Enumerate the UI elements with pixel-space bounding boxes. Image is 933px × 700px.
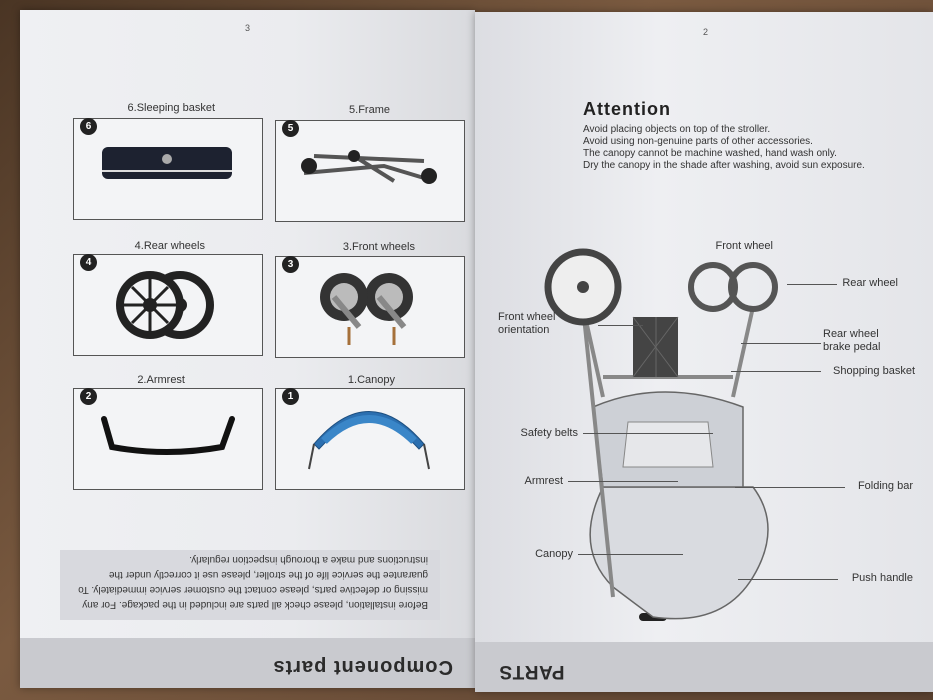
component-parts-page: Component parts Before installation, ple… <box>20 10 475 688</box>
part-box-frame: 5 <box>275 120 465 222</box>
attention-line: Avoid using non-genuine parts of other a… <box>583 136 813 147</box>
attention-title: Attention <box>583 99 671 119</box>
leader-line <box>731 371 821 372</box>
parts-diagram-page: PARTS Push handle Canopy Folding bar Arm… <box>475 12 933 692</box>
front-wheels-icon <box>320 273 413 345</box>
component-parts-title: Component parts <box>272 656 453 678</box>
leader-line <box>583 433 713 434</box>
part-number-badge: 6 <box>80 118 97 135</box>
part-box-rear-wheels: 4 <box>73 254 263 356</box>
stroller-illustration <box>544 248 778 621</box>
parts-header: PARTS <box>475 642 933 692</box>
attention-line: Avoid placing objects on top of the stro… <box>583 124 771 135</box>
callout-folding-bar: Folding bar <box>857 480 913 492</box>
page-number-2: 2 <box>702 27 708 37</box>
part-number-badge: 1 <box>282 388 299 405</box>
callout-canopy: Canopy <box>535 548 573 560</box>
attention-line: Dry the canopy in the shade after washin… <box>583 160 865 171</box>
callout-rear-wheel-brake: Rear wheel brake pedal <box>823 328 881 353</box>
leader-line <box>598 325 643 326</box>
part-label-rear-wheels: 4.Rear wheels <box>134 240 205 252</box>
leader-line <box>578 554 683 555</box>
part-box-sleeping-basket: 6 <box>73 118 263 220</box>
part-label-front-wheels: 3.Front wheels <box>342 241 415 253</box>
canopy-icon <box>308 411 430 470</box>
part-box-armrest: 2 <box>73 388 263 490</box>
page-number-3: 3 <box>244 23 250 33</box>
parts-title: PARTS <box>499 661 565 682</box>
attention-line: The canopy cannot be machine washed, han… <box>583 148 837 159</box>
leader-line <box>568 481 678 482</box>
installation-notice: Before installation, please check all pa… <box>60 550 440 620</box>
rear-wheels-icon <box>116 271 214 339</box>
armrest-icon <box>101 416 235 455</box>
part-number-badge: 5 <box>282 120 299 137</box>
leader-line <box>735 487 845 488</box>
part-number-badge: 4 <box>80 254 97 271</box>
part-box-front-wheels: 3 <box>275 256 465 358</box>
frame-icon <box>301 150 437 184</box>
callout-armrest: Armrest <box>524 475 564 487</box>
part-box-canopy: 1 <box>275 388 465 490</box>
sleeping-basket-icon <box>102 147 232 179</box>
part-label-frame: 5.Frame <box>349 104 390 116</box>
leader-line <box>741 343 821 344</box>
callout-safety-belts: Safety belts <box>520 427 578 439</box>
part-label-sleeping-basket: 6.Sleeping basket <box>127 102 215 114</box>
leader-line <box>787 284 837 285</box>
part-number-badge: 2 <box>80 388 97 405</box>
leader-line <box>738 579 838 580</box>
part-label-armrest: 2.Armrest <box>137 374 185 386</box>
installation-notice-text: Before installation, please check all pa… <box>78 554 428 610</box>
callout-front-wheel-orientation: Front wheel orientation <box>498 311 556 336</box>
callout-shopping-basket: Shopping basket <box>833 365 915 377</box>
part-number-badge: 3 <box>282 256 299 273</box>
callout-front-wheel: Front wheel <box>715 240 773 252</box>
callout-rear-wheel: Rear wheel <box>842 277 898 289</box>
component-parts-header: Component parts <box>20 638 475 688</box>
attention-block: Attention Avoid placing objects on top o… <box>583 99 913 172</box>
callout-push-handle: Push handle <box>851 572 913 584</box>
part-label-canopy: 1.Canopy <box>347 374 395 386</box>
